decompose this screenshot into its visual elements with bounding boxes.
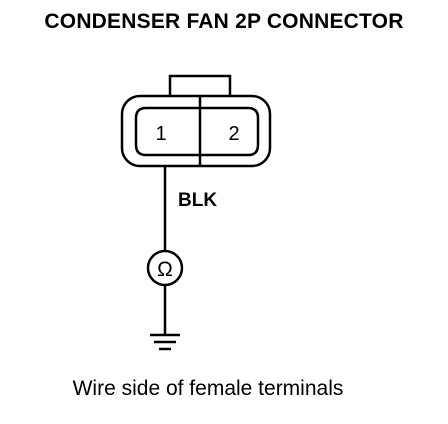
diagram-caption: Wire side of female terminals: [72, 377, 344, 400]
ohmmeter-symbol: Ω: [157, 258, 173, 281]
connector-housing: [120, 94, 272, 168]
terminal-2-cavity: [200, 106, 260, 157]
terminal-1-cavity: [134, 106, 200, 157]
page-title: CONDENSER FAN 2P CONNECTOR: [44, 10, 404, 33]
connector-lock-tab: [168, 74, 232, 96]
terminal-1-label: 1: [155, 123, 166, 145]
terminal-2-label: 2: [228, 123, 239, 145]
ground-icon: [150, 333, 180, 351]
wire-color-label: BLK: [178, 190, 217, 211]
